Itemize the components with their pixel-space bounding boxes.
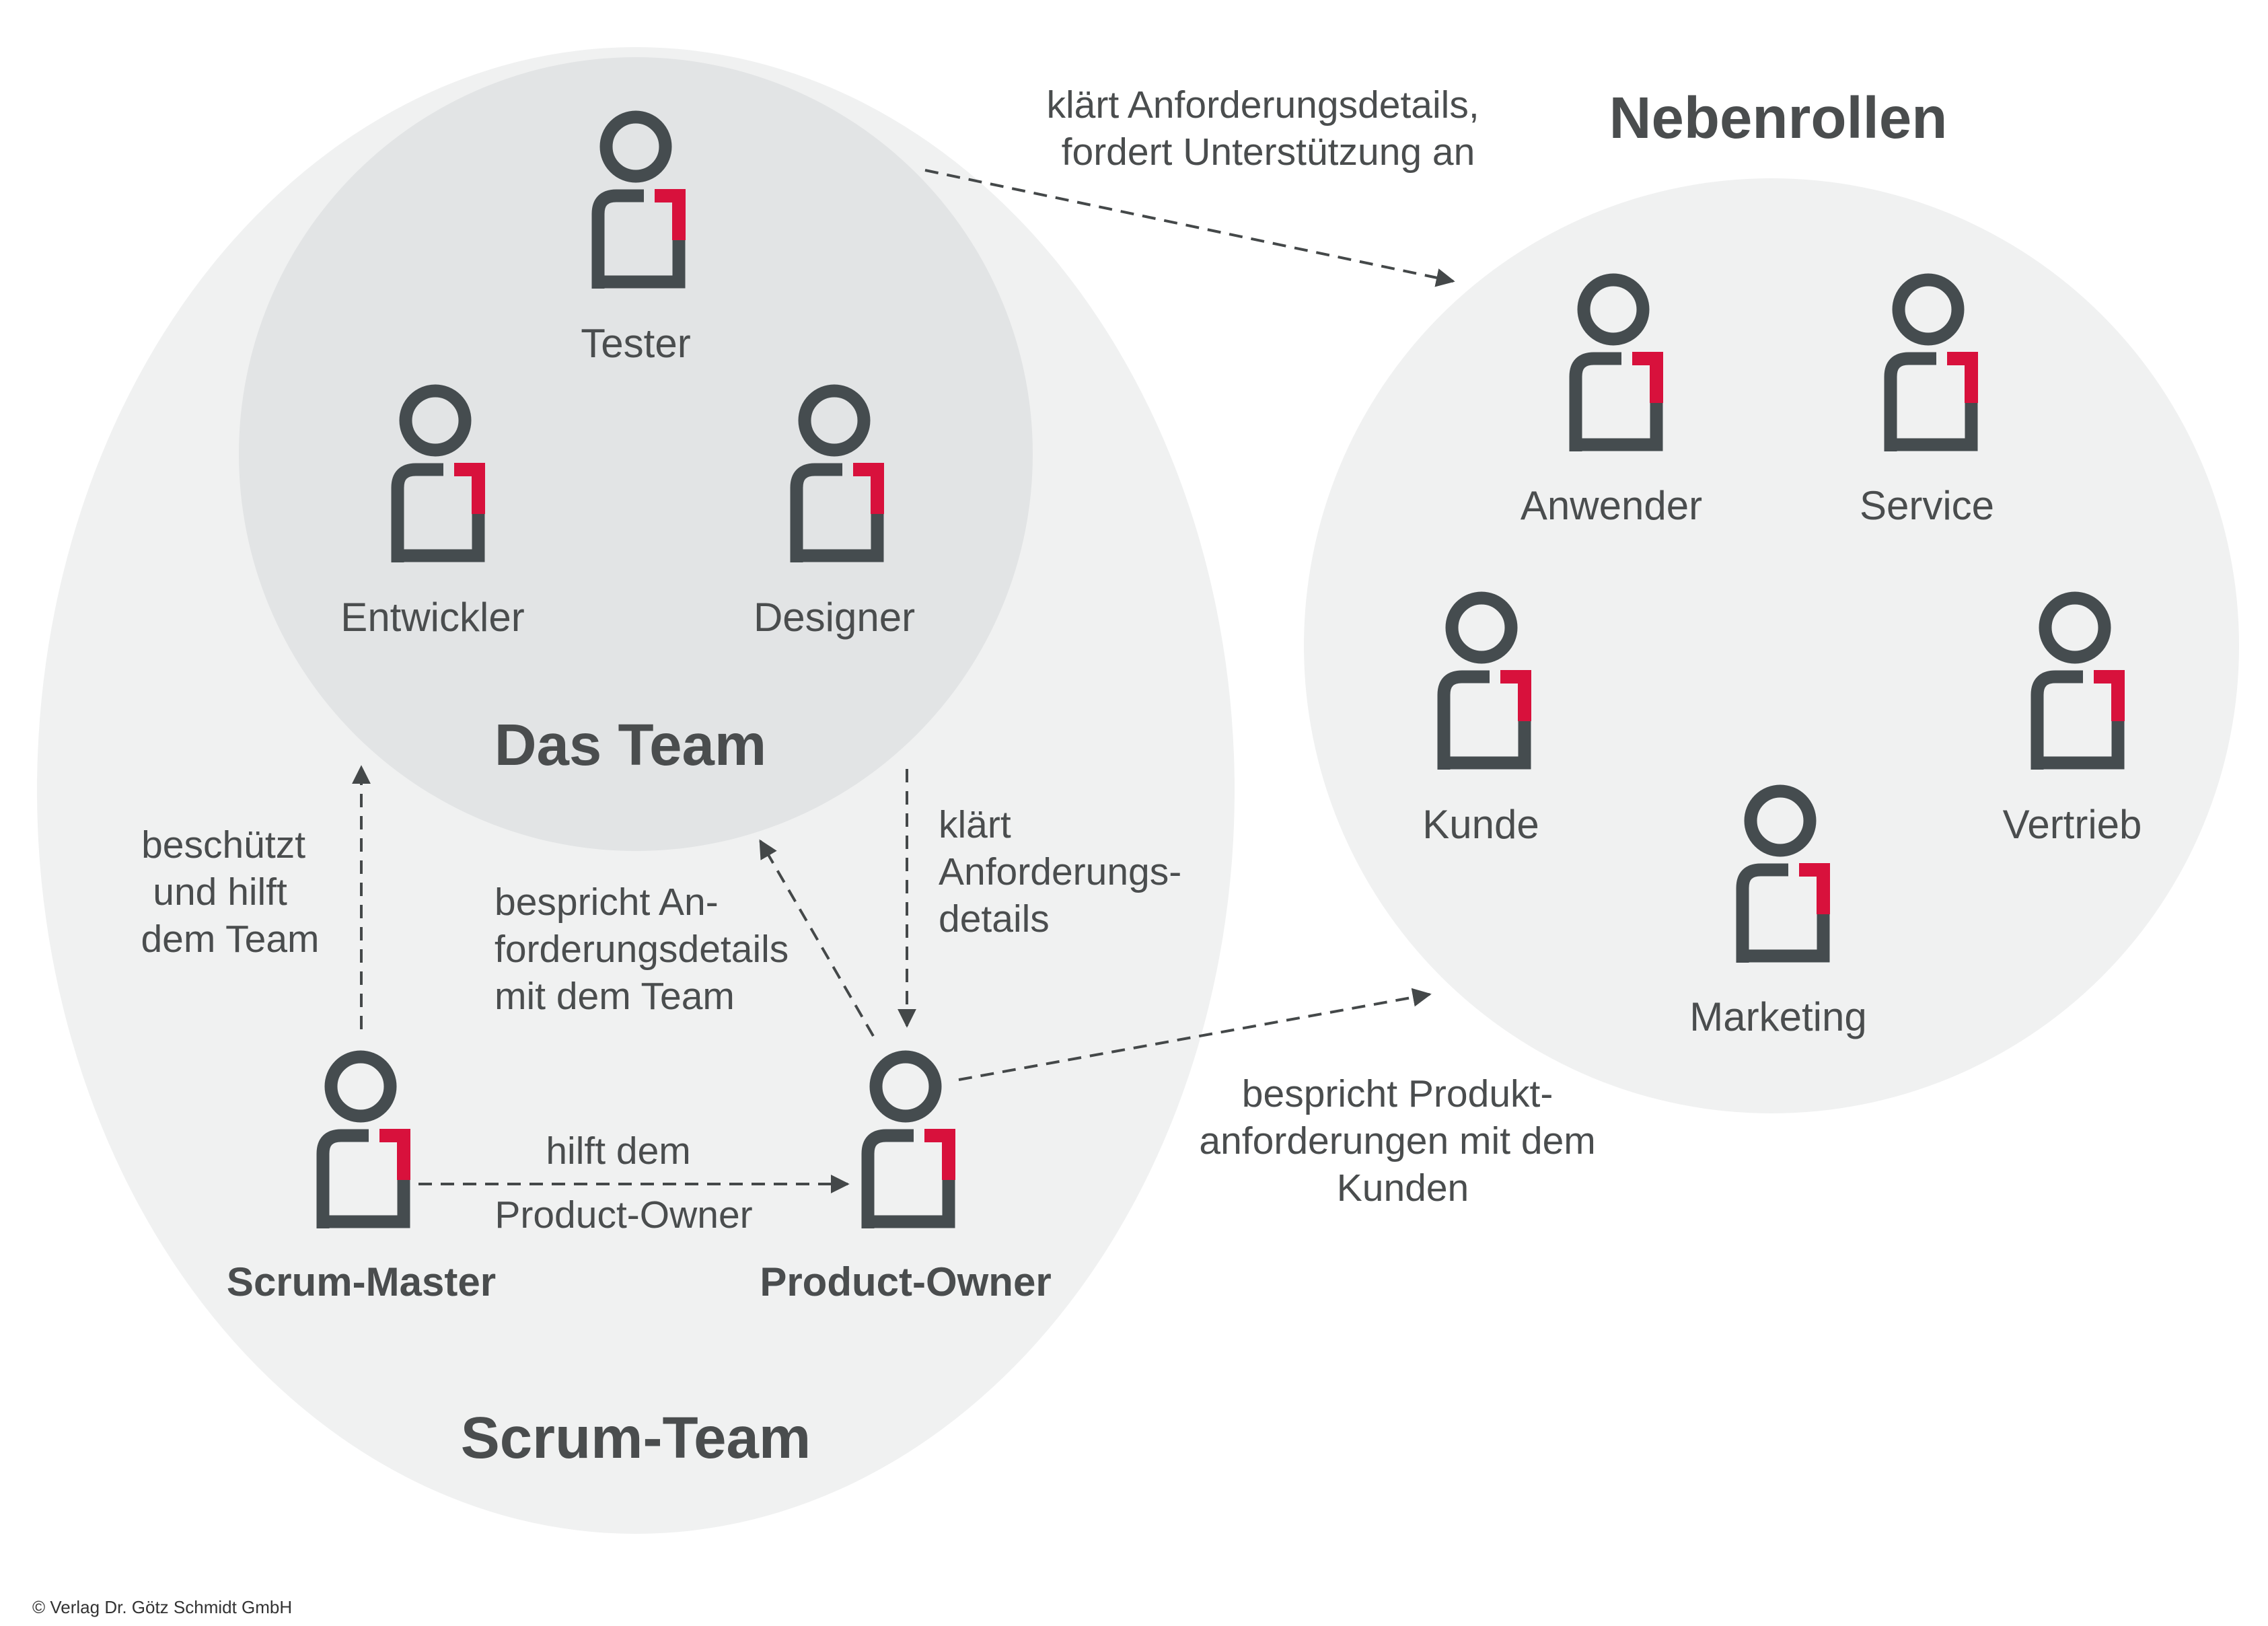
scrum-master-label: Scrum-Master bbox=[227, 1259, 496, 1304]
copyright-notice: © Verlag Dr. Götz Schmidt GmbH bbox=[32, 1597, 292, 1617]
note-scrum-master-to-team: beschützt und hilft dem Team bbox=[141, 823, 319, 961]
arrow-product-owner-to-team bbox=[759, 839, 875, 1037]
anwender-label: Anwender bbox=[1521, 483, 1702, 528]
entwickler-label: Entwickler bbox=[340, 595, 524, 640]
arrow-team-to-nebenrollen bbox=[924, 169, 1455, 287]
nebenrollen-title: Nebenrollen bbox=[1609, 85, 1948, 151]
das-team-circle bbox=[239, 57, 1033, 851]
tester-label: Tester bbox=[581, 321, 690, 366]
arrow-product-owner-to-nebenrollen bbox=[958, 988, 1432, 1081]
designer-label: Designer bbox=[754, 595, 915, 640]
vertrieb-label: Vertrieb bbox=[2003, 802, 2142, 847]
note-product-owner-to-team: bespricht An- forderungsdetails mit dem … bbox=[495, 881, 799, 1018]
note-product-owner-to-nebenrollen: bespricht Produkt- anforderungen mit dem… bbox=[1199, 1072, 1606, 1210]
kunde-label: Kunde bbox=[1422, 802, 1539, 847]
das-team-title: Das Team bbox=[495, 712, 767, 778]
scrum-team-title: Scrum-Team bbox=[461, 1405, 811, 1471]
product-owner-label: Product-Owner bbox=[760, 1259, 1051, 1304]
note-team-to-product-owner: klärt Anforderungs- details bbox=[939, 803, 1192, 940]
nebenrollen-circle bbox=[1304, 178, 2239, 1113]
marketing-label: Marketing bbox=[1689, 994, 1866, 1039]
note-scrum-master-to-product-owner: hilft dem Product-Owner bbox=[495, 1130, 752, 1236]
service-label: Service bbox=[1860, 483, 1994, 528]
note-team-to-nebenrollen: klärt Anforderungsdetails, fordert Unter… bbox=[1046, 83, 1490, 174]
